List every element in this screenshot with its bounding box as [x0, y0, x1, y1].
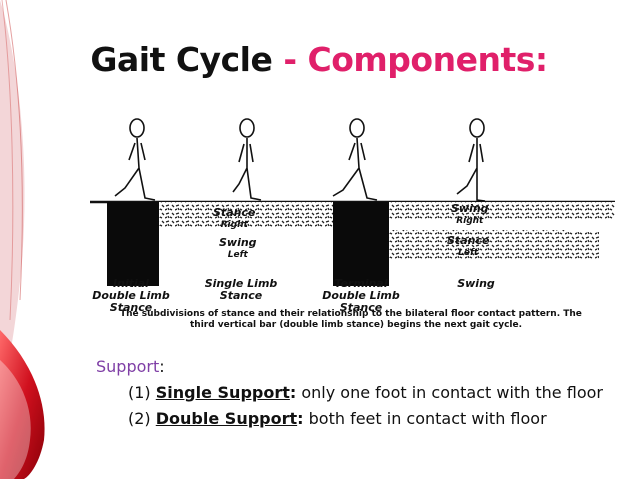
walking-figure-4	[456, 118, 486, 202]
phase-swing: Swing	[457, 277, 495, 290]
stance-left-band	[389, 230, 565, 260]
label-swing-left: Swing Left	[219, 236, 257, 261]
decorative-swoosh	[0, 0, 45, 479]
slide-title: Gait Cycle - Components:	[0, 40, 638, 79]
phase-initial-double-limb: Initial Double Limb Stance	[92, 277, 170, 314]
swing-right-band	[389, 202, 615, 220]
term-single-support: Single Support	[155, 383, 290, 402]
title-accent: - Components:	[283, 40, 548, 79]
support-heading: Support:	[96, 357, 165, 376]
terminal-double-limb-bar	[333, 202, 389, 286]
label-stance-left: Stance Left	[447, 234, 490, 259]
walking-figure-2	[232, 118, 262, 201]
title-main: Gait Cycle	[90, 40, 273, 79]
phase-single-limb: Single Limb Stance	[204, 277, 278, 302]
label-swing-right: Swing Right	[451, 202, 489, 227]
gait-diagram: Stance Right Swing Left Swing Right Stan…	[85, 108, 625, 343]
diagram-caption: The subdivisions of stance and their rel…	[120, 309, 582, 330]
support-item-double: (2) Double Support: both feet in contact…	[128, 409, 547, 428]
walking-figure-3	[332, 118, 378, 201]
walking-figure-1	[114, 118, 156, 201]
gait-figure	[90, 118, 615, 286]
phase-terminal-double-limb: Terminal Double Limb Stance	[322, 277, 400, 314]
initial-double-limb-bar	[107, 202, 159, 286]
stance-left-band-tail	[565, 232, 599, 260]
term-double-support: Double Support	[155, 409, 298, 428]
label-stance-right: Stance Right	[213, 206, 256, 231]
support-item-single: (1) Single Support: only one foot in con…	[128, 383, 603, 402]
stance-right-band	[159, 202, 333, 228]
